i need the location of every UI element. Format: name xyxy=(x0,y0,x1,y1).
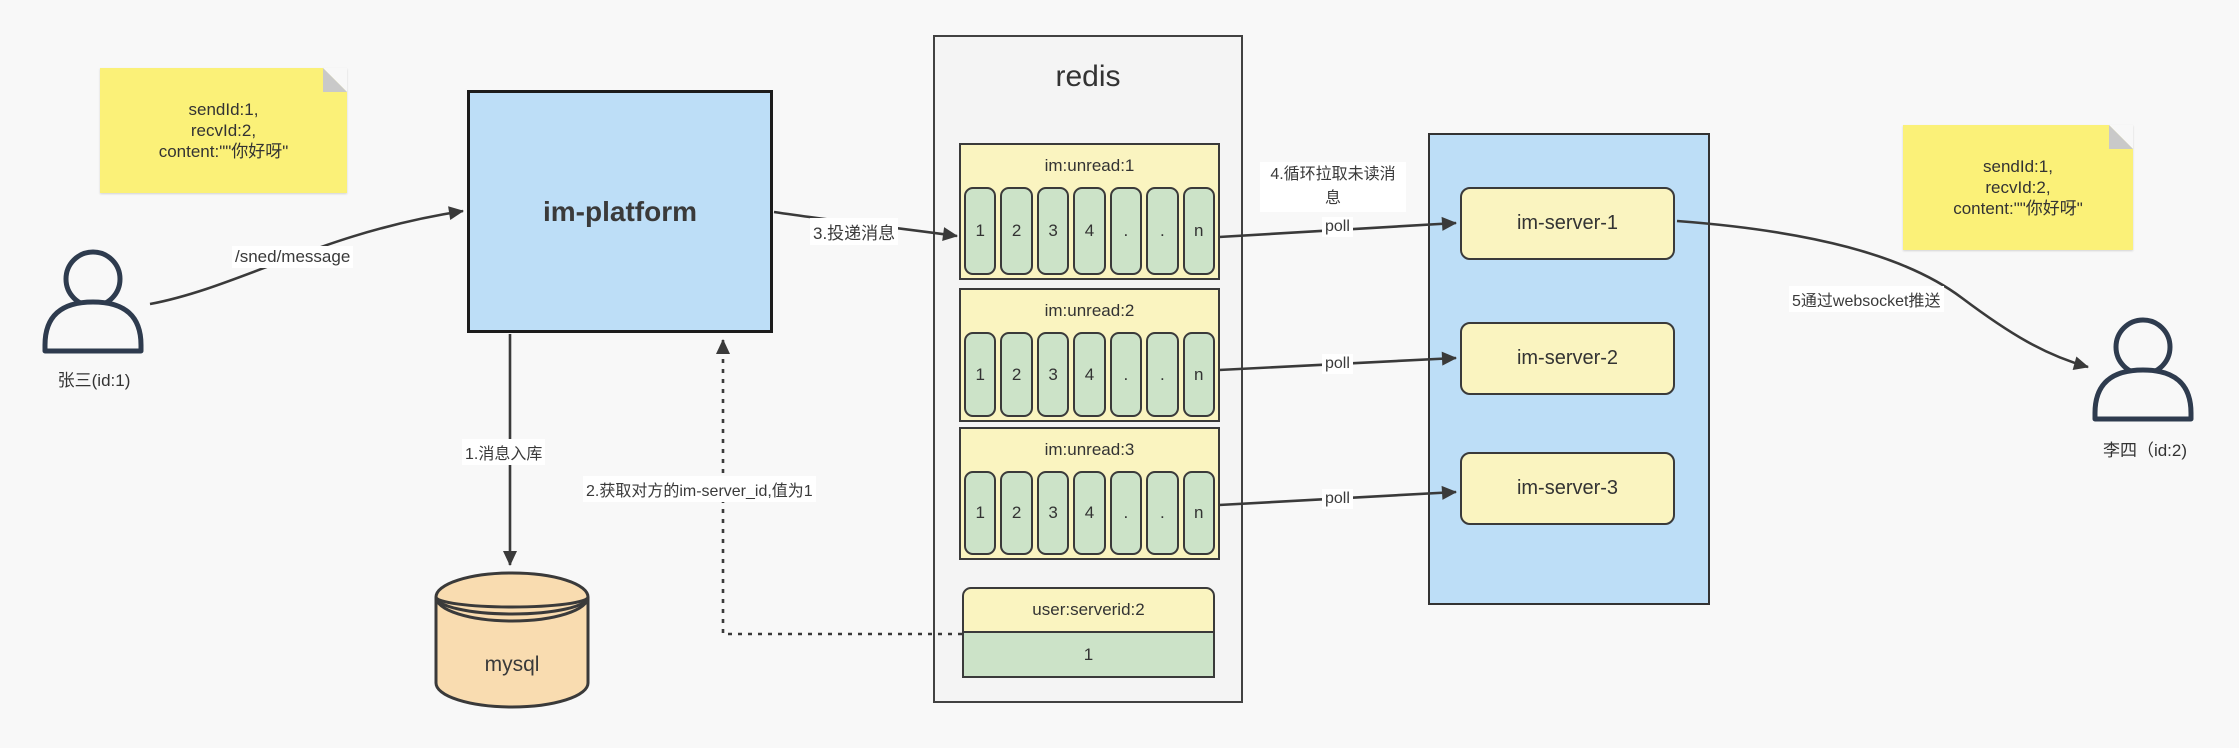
note-line: content:""你好呀" xyxy=(1953,199,2083,218)
edge-label-poll-3: poll xyxy=(1322,489,1353,509)
im-server-1-node: im-server-1 xyxy=(1460,187,1675,260)
im-platform-label: im-platform xyxy=(543,195,697,227)
receiver-user-icon xyxy=(2090,316,2196,422)
receiver-message-note: sendId:1, recvId:2, content:""你好呀" xyxy=(1903,125,2133,250)
queue-cell: . xyxy=(1146,332,1179,417)
queue-cell: 2 xyxy=(1000,471,1033,555)
queue-cell: n xyxy=(1182,332,1215,417)
edge-label-deliver: 3.投递消息 xyxy=(810,218,899,245)
queue-im-unread-2: im:unread:2 1 2 3 4 . . n xyxy=(959,288,1220,422)
queue-cell: n xyxy=(1182,187,1215,275)
sender-message-note: sendId:1, recvId:2, content:""你好呀" xyxy=(100,68,347,193)
queue-cell: . xyxy=(1109,332,1143,417)
mapping-value: 1 xyxy=(962,633,1215,678)
queue-cell: 4 xyxy=(1073,187,1106,275)
queue-cell: . xyxy=(1109,187,1143,275)
queue-cell: 2 xyxy=(1000,187,1033,275)
note-line: sendId:1, xyxy=(188,100,259,119)
queue-header: im:unread:1 xyxy=(1044,156,1135,175)
edge-label-push: 5通过websocket推送 xyxy=(1789,286,1944,312)
mysql-label: mysql xyxy=(484,653,540,676)
queue-cell: . xyxy=(1109,471,1143,555)
edge-label-poll-1: poll xyxy=(1322,217,1353,237)
edge-label-poll-2: poll xyxy=(1322,354,1353,374)
edge-label-send: /sned/message xyxy=(232,246,354,268)
receiver-label: 李四（id:2) xyxy=(2102,441,2188,460)
queue-im-unread-1: im:unread:1 1 2 3 4 . . n xyxy=(959,143,1220,280)
queue-cell: 3 xyxy=(1036,471,1070,555)
im-server-2-label: im-server-2 xyxy=(1516,347,1619,369)
edge-label-store: 1.消息入库 xyxy=(462,439,546,465)
queue-cells-row: 1 2 3 4 . . n xyxy=(961,332,1218,420)
im-server-2-node: im-server-2 xyxy=(1460,322,1675,395)
note-line: recvId:2, xyxy=(1985,178,2051,197)
im-server-1-label: im-server-1 xyxy=(1516,212,1619,234)
redis-title: redis xyxy=(1055,60,1121,93)
mysql-database-cylinder-icon xyxy=(425,560,605,720)
queue-cell: 1 xyxy=(964,471,997,555)
queue-header: im:unread:2 xyxy=(1044,301,1135,320)
im-server-3-node: im-server-3 xyxy=(1460,452,1675,525)
note-line: content:""你好呀" xyxy=(158,142,289,161)
queue-cell: 2 xyxy=(1000,332,1033,417)
edge-label-pull: 4.循环拉取未读消息 xyxy=(1260,162,1406,212)
serverid-mapping-box: user:serverid:2 1 xyxy=(962,587,1215,678)
queue-cell: 4 xyxy=(1073,332,1106,417)
queue-cell: 1 xyxy=(964,332,997,417)
queue-cell: n xyxy=(1182,471,1215,555)
queue-cell: . xyxy=(1146,471,1179,555)
sender-user-icon xyxy=(40,248,146,354)
queue-header: im:unread:3 xyxy=(1044,440,1135,459)
queue-cell: 1 xyxy=(964,187,997,275)
note-fold-corner xyxy=(2109,125,2133,149)
queue-cells-row: 1 2 3 4 . . n xyxy=(961,471,1218,558)
note-line: recvId:2, xyxy=(190,121,257,140)
note-fold-corner xyxy=(323,68,347,92)
mapping-header: user:serverid:2 xyxy=(962,587,1215,633)
queue-cells-row: 1 2 3 4 . . n xyxy=(961,187,1218,278)
im-platform-node: im-platform xyxy=(467,90,773,333)
im-server-3-label: im-server-3 xyxy=(1516,477,1619,499)
queue-im-unread-3: im:unread:3 1 2 3 4 . . n xyxy=(959,427,1220,560)
queue-cell: . xyxy=(1146,187,1179,275)
queue-cell: 3 xyxy=(1036,332,1070,417)
queue-cell: 4 xyxy=(1073,471,1106,555)
sender-label: 张三(id:1) xyxy=(57,371,131,390)
queue-cell: 3 xyxy=(1036,187,1070,275)
note-line: sendId:1, xyxy=(1983,157,2053,176)
edge-label-lookup: 2.获取对方的im-server_id,值为1 xyxy=(583,476,816,502)
